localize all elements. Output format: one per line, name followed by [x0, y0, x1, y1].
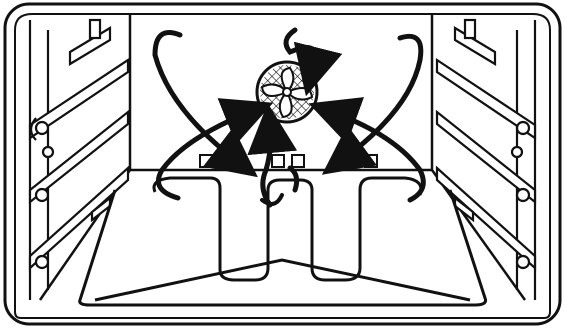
- airflow-arrow-mid-right: [308, 97, 426, 203]
- airflow-arrow-center: [247, 103, 298, 208]
- left-rack-3: [28, 165, 130, 271]
- convection-fan: [255, 60, 319, 124]
- airflow-arrow-top: [283, 27, 343, 97]
- right-rack-2: [435, 109, 537, 205]
- fan-blades: [260, 66, 314, 119]
- airflow-arrow-top-right: [321, 33, 424, 175]
- oven-frame: [3, 2, 562, 326]
- right-rack-supports: [435, 18, 537, 300]
- heating-element: [78, 176, 487, 307]
- left-rack-1: [28, 57, 130, 141]
- left-rack-supports: [28, 18, 130, 300]
- right-rack-1: [435, 57, 537, 141]
- left-rack-2: [28, 109, 130, 205]
- airflow-arrow-top-left: [152, 30, 258, 178]
- airflow-arrow-center-right: [287, 165, 300, 193]
- airflow-arrow-mid-left: [156, 98, 274, 201]
- right-rack-3: [435, 165, 537, 271]
- oven-back-wall: [128, 15, 434, 172]
- airflow-arrows: [152, 27, 426, 208]
- element-brackets: [199, 154, 378, 168]
